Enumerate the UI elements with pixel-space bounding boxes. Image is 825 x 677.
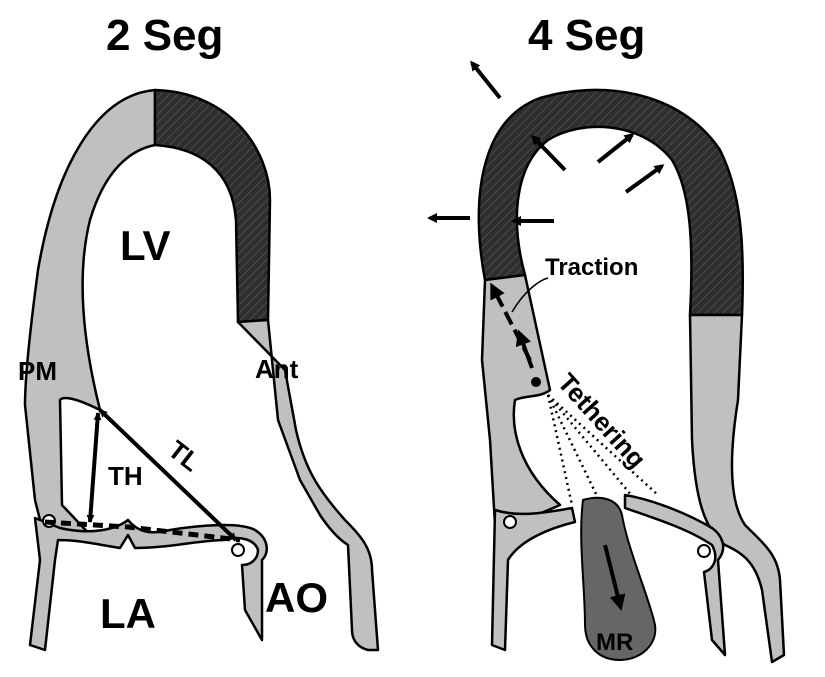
right-mitral-leaflets <box>492 508 575 650</box>
tenting-height-arrow <box>90 413 98 522</box>
left-panel-title: 2 Seg <box>106 11 223 60</box>
mr-label: MR <box>596 629 633 656</box>
la-label: LA <box>100 590 156 637</box>
th-label: TH <box>108 461 143 491</box>
tethering-label: Tethering <box>552 367 652 474</box>
lv-label: LV <box>120 222 171 269</box>
right-annulus-circle <box>504 516 516 528</box>
right-posterior-wall <box>482 275 560 525</box>
right-panel-title: 4 Seg <box>528 11 645 60</box>
right-anterior-wall <box>690 315 784 662</box>
right-annulus-circle <box>698 545 710 557</box>
right-panel: 4 Seg <box>430 11 784 662</box>
left-annulus-circle <box>232 544 244 556</box>
traction-label: Traction <box>545 254 638 281</box>
papillary-tip-dot <box>531 377 541 387</box>
pm-label: PM <box>18 356 57 386</box>
left-dyskinetic-segment <box>155 90 270 322</box>
tl-label: TL <box>163 434 207 477</box>
left-panel: 2 Seg LV PM Ant TH TL LA AO <box>18 11 378 650</box>
ao-label: AO <box>265 574 328 621</box>
ant-label: Ant <box>255 354 299 384</box>
